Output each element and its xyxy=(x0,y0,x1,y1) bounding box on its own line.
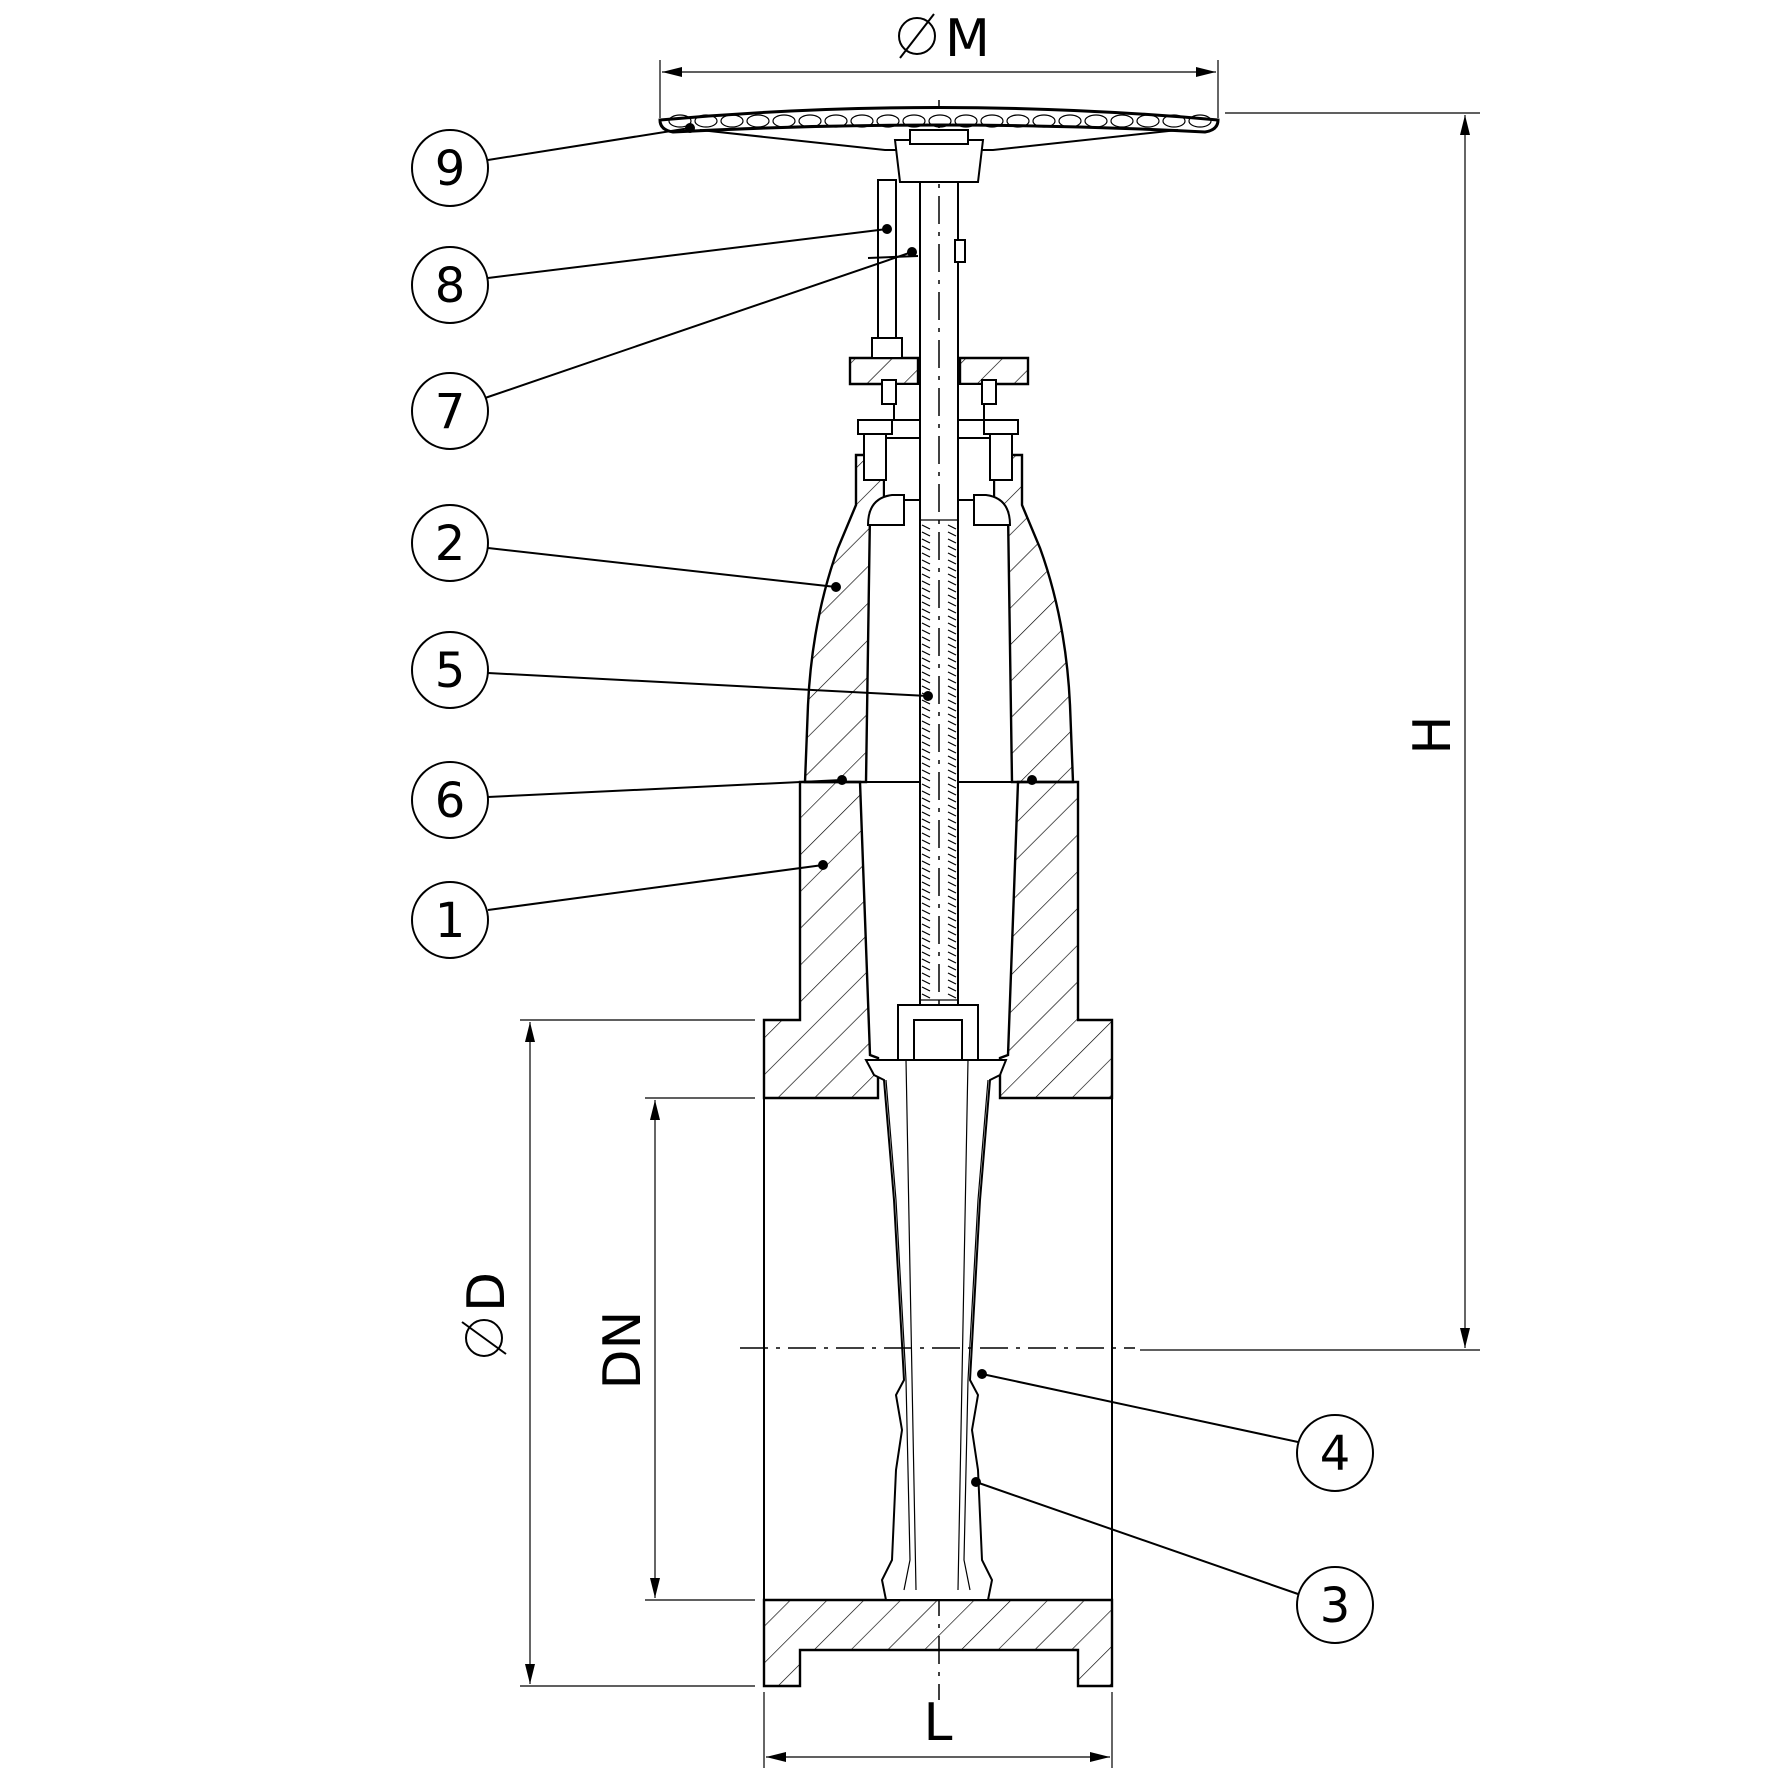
valve-body xyxy=(762,780,1114,1688)
valve-wedge xyxy=(864,1004,1008,1601)
dimension-m-label: M xyxy=(898,9,990,69)
callout-6: 6 xyxy=(411,761,1037,839)
svg-text:3: 3 xyxy=(1320,1578,1351,1634)
callout-8: 8 xyxy=(411,224,892,324)
valve-stem xyxy=(919,100,959,1700)
callout-3: 3 xyxy=(971,1477,1374,1644)
dimension-m: M xyxy=(659,9,1219,118)
svg-text:6: 6 xyxy=(435,773,466,829)
svg-text:5: 5 xyxy=(435,643,466,699)
callout-5: 5 xyxy=(411,631,933,709)
dimension-d-label: D xyxy=(457,1272,517,1357)
dimension-h: H xyxy=(1140,112,1480,1351)
svg-text:2: 2 xyxy=(435,516,466,572)
dimension-h-label: H xyxy=(1403,715,1463,754)
callout-1: 1 xyxy=(411,860,828,959)
callout-2: 2 xyxy=(411,504,841,592)
handwheel xyxy=(658,106,1220,183)
svg-text:D: D xyxy=(457,1272,517,1312)
svg-text:7: 7 xyxy=(435,384,466,440)
svg-text:M: M xyxy=(945,9,990,69)
svg-text:8: 8 xyxy=(435,258,466,314)
dimension-dn: DN xyxy=(593,1097,755,1601)
callout-7: 7 xyxy=(411,247,917,450)
callout-4: 4 xyxy=(977,1369,1374,1492)
callout-9: 9 xyxy=(411,123,695,207)
dimension-l: L xyxy=(763,1692,1113,1768)
dimension-d: D xyxy=(457,1019,755,1687)
svg-text:4: 4 xyxy=(1320,1426,1351,1482)
dimension-dn-label: DN xyxy=(593,1311,653,1390)
dimension-l-label: L xyxy=(924,1693,953,1753)
svg-text:9: 9 xyxy=(435,141,466,197)
svg-text:1: 1 xyxy=(435,893,466,949)
